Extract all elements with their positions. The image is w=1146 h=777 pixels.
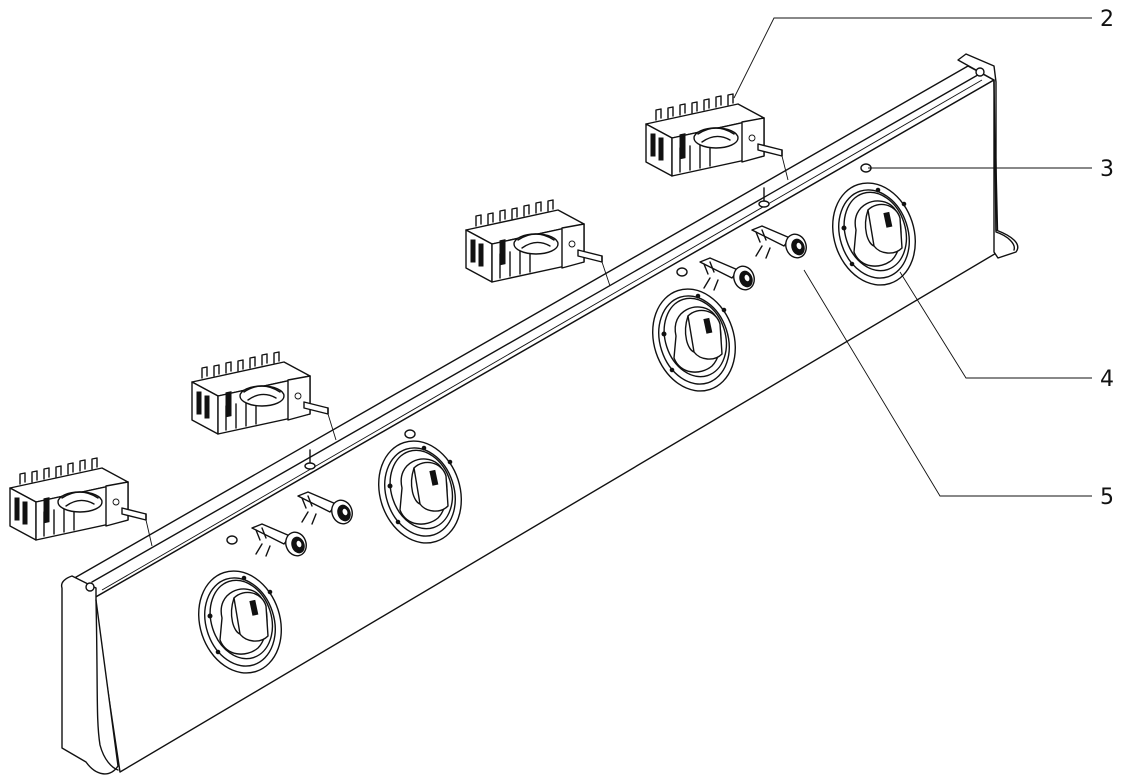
rotary-switch-2	[191, 351, 337, 441]
rotary-switch-1	[9, 457, 153, 547]
callout-number-4: 4	[1100, 367, 1114, 392]
fascia-panel	[60, 53, 1019, 775]
callout-4: 4	[899, 271, 1114, 392]
mounting-screw-right	[758, 187, 770, 208]
callout-3: 3	[868, 157, 1114, 182]
callout-5: 5	[803, 269, 1114, 510]
control-knob-1	[185, 535, 295, 685]
rotary-switch-3	[465, 199, 611, 287]
callout-number-3: 3	[1100, 157, 1114, 182]
mounting-screw-left	[304, 449, 316, 470]
callout-2: 2	[733, 7, 1114, 99]
callout-number-5: 5	[1100, 485, 1114, 510]
rotary-switch-4	[645, 93, 789, 181]
control-knob-3	[639, 267, 749, 403]
callout-number-2: 2	[1100, 7, 1114, 32]
control-knob-2	[365, 429, 475, 555]
